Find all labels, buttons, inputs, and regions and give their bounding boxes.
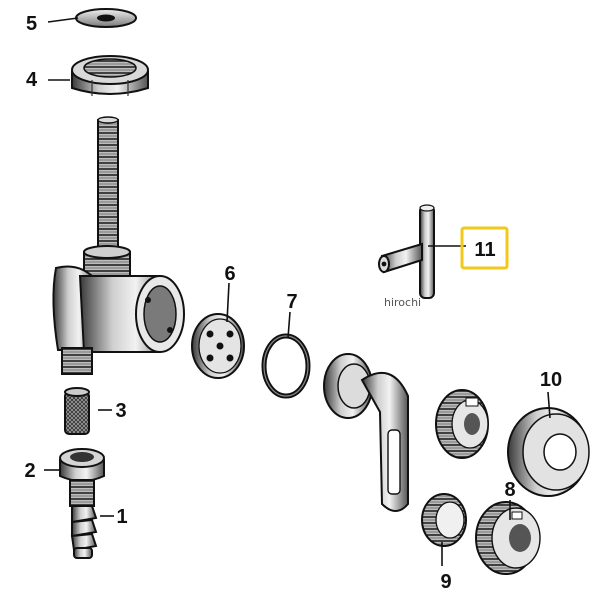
watermark-text: hirochi	[384, 296, 421, 309]
callout-6: 6	[224, 263, 235, 285]
part-small-ring	[421, 493, 467, 547]
callout-10: 10	[540, 369, 562, 391]
callout-9: 9	[440, 571, 451, 593]
part-valve-disc	[191, 313, 245, 379]
highlight-box	[460, 226, 509, 270]
part-t-fitting	[378, 204, 435, 299]
callout-8: 8	[504, 479, 515, 501]
part-hose-barb	[69, 479, 98, 559]
part-hex-nut	[71, 55, 149, 96]
callout-5: 5	[26, 13, 37, 35]
callout-1: 1	[116, 506, 127, 528]
callout-2: 2	[24, 460, 35, 482]
leader-lines	[44, 17, 551, 566]
part-small-nut	[59, 448, 105, 482]
part-split-nut	[435, 389, 489, 459]
part-selector-lever	[323, 353, 409, 512]
part-threaded-stem	[97, 116, 119, 261]
callout-4: 4	[26, 69, 38, 91]
part-threaded-bushing	[475, 501, 541, 575]
callout-11: 11	[474, 239, 495, 261]
part-o-ring	[261, 333, 311, 399]
part-filter-screen	[64, 387, 90, 435]
part-valve-body	[52, 245, 185, 375]
part-washer	[75, 8, 137, 28]
callout-3: 3	[115, 400, 126, 422]
callout-7: 7	[286, 291, 297, 313]
part-large-nut	[507, 407, 590, 497]
